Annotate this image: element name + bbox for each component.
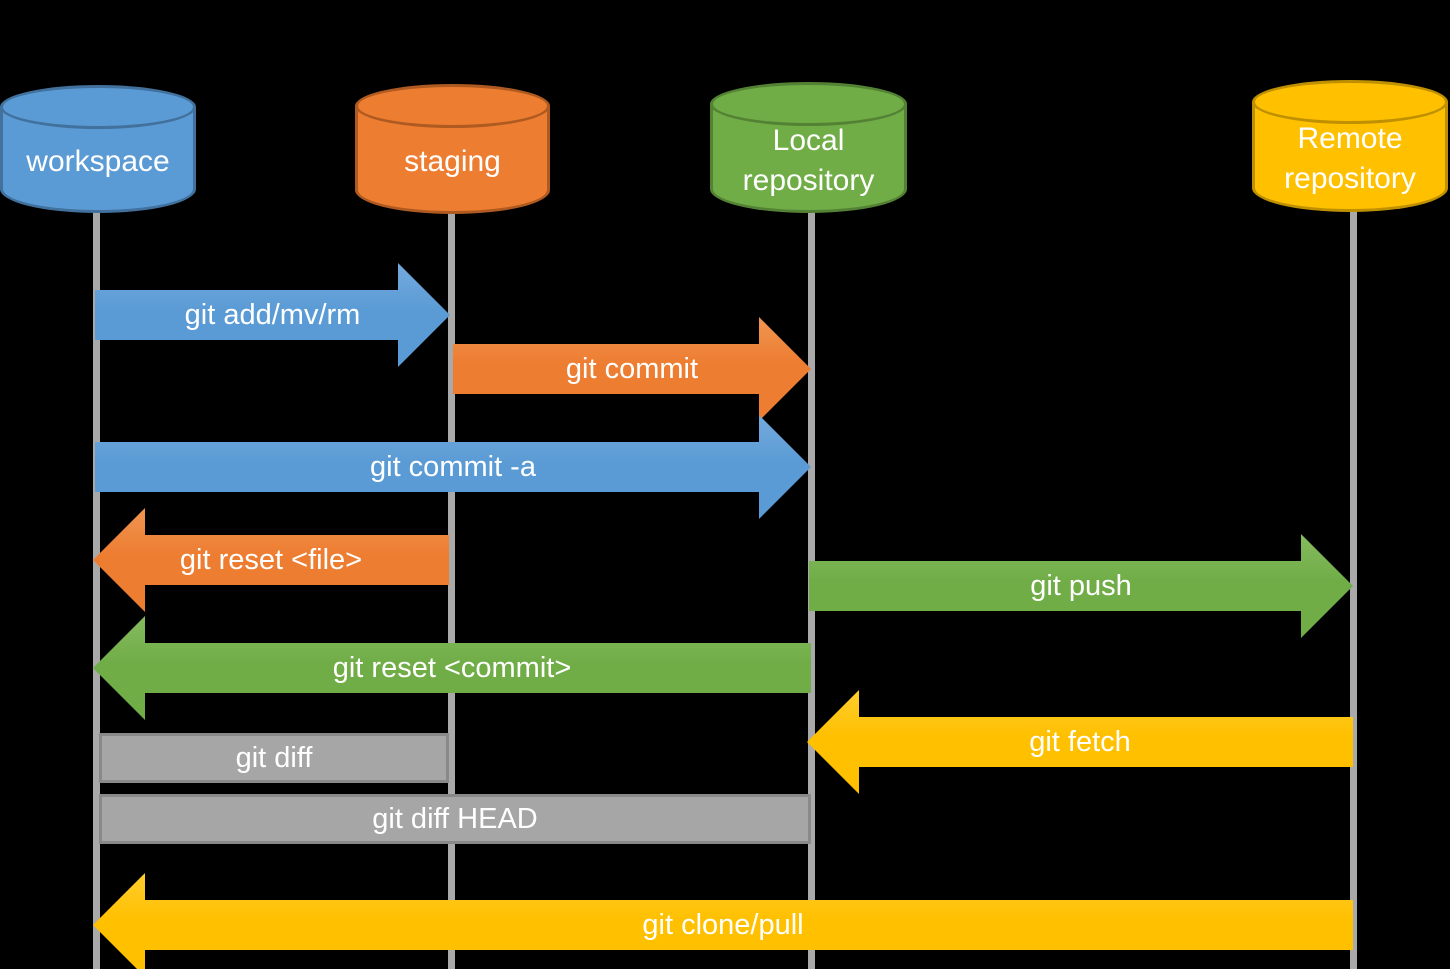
node-workspace-label: workspace: [26, 145, 170, 179]
bar-git-diff: git diff: [99, 733, 449, 783]
node-staging: staging: [355, 84, 550, 214]
bar-label: git diff HEAD: [372, 802, 538, 835]
lifeline-workspace: [93, 210, 100, 969]
arrow-label: git reset <commit>: [332, 651, 572, 684]
cylinder-top: [0, 85, 196, 129]
node-remote-repository-label: Remote repository: [1284, 122, 1416, 195]
arrow-git-add-mv-rm: git add/mv/rm: [95, 263, 450, 367]
arrow-git-commit: git commit: [453, 317, 811, 421]
lifeline-remote-repository: [1350, 210, 1357, 969]
arrow-label: git commit -a: [370, 450, 536, 483]
node-remote-repository: Remote repository: [1252, 80, 1448, 212]
node-staging-label: staging: [404, 145, 501, 179]
cylinder-top: [710, 82, 907, 126]
arrow-git-reset-file: git reset <file>: [93, 508, 449, 612]
arrow-label: git reset <file>: [179, 543, 363, 576]
arrow-git-clone-pull: git clone/pull: [93, 873, 1353, 969]
node-workspace: workspace: [0, 85, 196, 213]
node-local-repository: Local repository: [710, 82, 907, 213]
arrow-label: git commit: [565, 352, 699, 385]
arrow-label: git push: [1030, 569, 1132, 602]
arrow-label: git clone/pull: [642, 908, 804, 941]
bar-git-diff-head: git diff HEAD: [99, 794, 811, 844]
lifeline-staging: [448, 210, 455, 969]
arrow-git-push: git push: [809, 534, 1353, 638]
bar-label: git diff: [235, 741, 313, 774]
node-local-repository-label: Local repository: [742, 123, 875, 197]
cylinder-body: [710, 104, 907, 213]
arrow-label: git add/mv/rm: [184, 298, 361, 331]
cylinder-top: [1252, 80, 1448, 124]
cylinder-top: [355, 84, 550, 128]
arrow-git-fetch: git fetch: [807, 690, 1353, 794]
arrow-label: git fetch: [1029, 725, 1131, 758]
